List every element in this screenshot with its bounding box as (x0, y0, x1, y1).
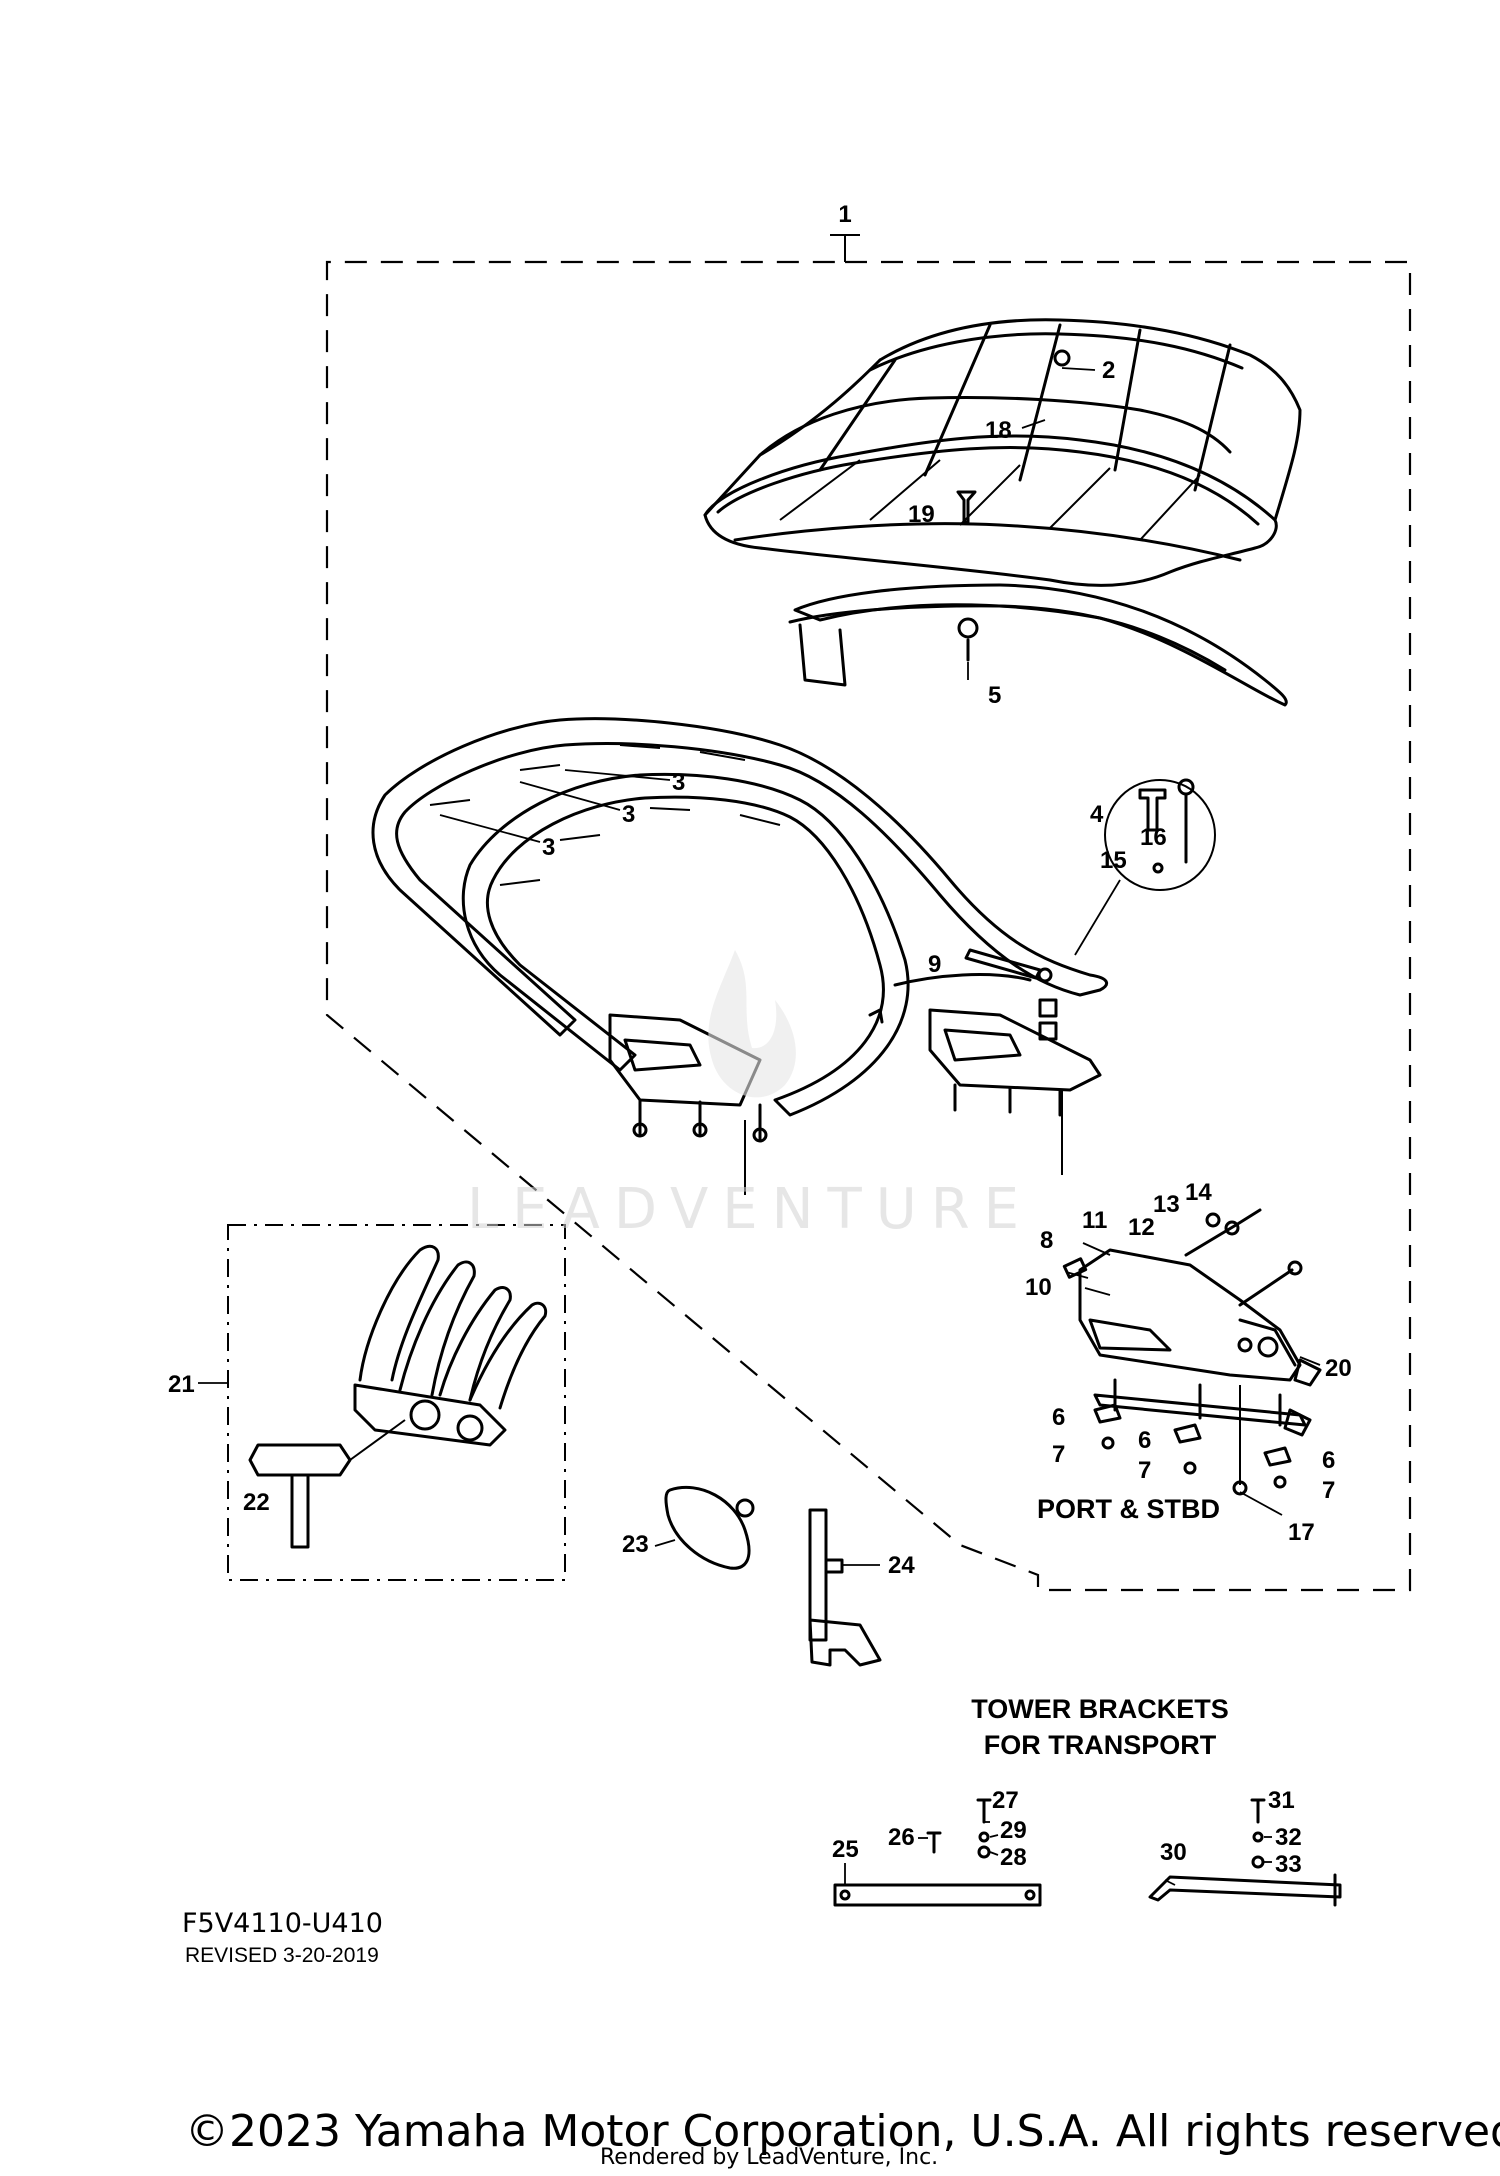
callout-3b: 3 (622, 801, 635, 828)
mirror (654, 1485, 755, 1570)
callout-7c: 7 (1322, 1477, 1335, 1504)
drawing-code: F5V4110-U410 (182, 1908, 383, 1939)
tower-brackets-heading: TOWER BRACKETS (971, 1694, 1229, 1724)
callout-33: 33 (1275, 1851, 1302, 1878)
bimini-frame (703, 318, 1302, 587)
callout-29: 29 (1000, 1817, 1027, 1844)
callout-4: 4 (1090, 801, 1104, 828)
flag-holder (808, 1508, 882, 1667)
base-bracket-assembly (1062, 1208, 1322, 1496)
callout-14: 14 (1185, 1179, 1212, 1206)
callout-19: 19 (908, 501, 935, 528)
revision-date: REVISED 3-20-2019 (185, 1944, 379, 1967)
callout-27: 27 (992, 1787, 1019, 1814)
callout-32: 32 (1275, 1824, 1302, 1851)
rendered-by-notice: Rendered by LeadVenture, Inc. (600, 2145, 938, 2170)
callout-10: 10 (1025, 1274, 1052, 1301)
gas-strut (964, 948, 1053, 983)
callout-21: 21 (168, 1371, 195, 1398)
callout-26: 26 (888, 1824, 915, 1851)
copyright-notice: ©2023 Yamaha Motor Corporation, U.S.A. A… (185, 2106, 1500, 2157)
callout-6b: 6 (1138, 1427, 1151, 1454)
callout-13: 13 (1153, 1191, 1180, 1218)
callout-15: 15 (1100, 847, 1127, 874)
leader-lines (439, 367, 1321, 1886)
callout-6c: 6 (1322, 1447, 1335, 1474)
transport-brackets (833, 1798, 1342, 1907)
callout-labels: 1 2 18 19 5 3 3 3 4 16 15 9 8 11 12 13 1… (168, 201, 1352, 1878)
callout-22: 22 (243, 1489, 270, 1516)
callout-16: 16 (1140, 824, 1167, 851)
callout-6a: 6 (1052, 1404, 1065, 1431)
callout-1: 1 (838, 201, 851, 228)
callout-8: 8 (1040, 1227, 1053, 1254)
callout-25: 25 (832, 1836, 859, 1863)
board-rack-inset (198, 1224, 566, 1581)
kit-boundary (325, 234, 1412, 1592)
callout-30: 30 (1160, 1839, 1187, 1866)
callout-24: 24 (888, 1552, 915, 1579)
callout-12: 12 (1128, 1214, 1155, 1241)
callout-3a: 3 (672, 769, 685, 796)
rear-support-bar (788, 583, 1288, 707)
callout-20: 20 (1325, 1355, 1352, 1382)
callout-18: 18 (985, 417, 1012, 444)
port-stbd-label: PORT & STBD (1037, 1494, 1220, 1524)
callout-31: 31 (1268, 1787, 1295, 1814)
callout-9: 9 (928, 951, 941, 978)
tower-arches (371, 717, 1108, 1195)
callout-11: 11 (1082, 1207, 1107, 1234)
callout-7b: 7 (1138, 1457, 1151, 1484)
watermark-text: LEADVENTURE (467, 1177, 1033, 1242)
callout-23: 23 (622, 1531, 649, 1558)
callout-5: 5 (988, 682, 1001, 709)
for-transport-heading: FOR TRANSPORT (984, 1730, 1217, 1760)
callout-17: 17 (1288, 1519, 1315, 1546)
callout-28: 28 (1000, 1844, 1027, 1871)
fastener-inset (1074, 778, 1216, 956)
callout-3c: 3 (542, 834, 555, 861)
callout-7a: 7 (1052, 1441, 1065, 1468)
leadventure-watermark: LEADVENTURE (467, 950, 1033, 1242)
callout-2: 2 (1102, 357, 1115, 384)
